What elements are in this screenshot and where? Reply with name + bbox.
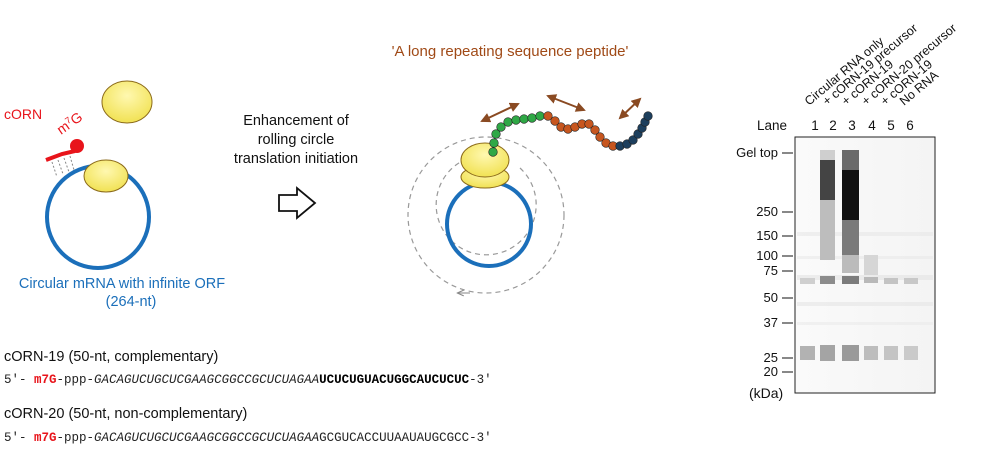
- lane-number: 3: [848, 118, 856, 133]
- lane-1-signal: [800, 278, 815, 360]
- peptide-bead: [584, 119, 594, 129]
- peptide-bead: [628, 135, 638, 145]
- kda-unit: (kDa): [749, 385, 783, 401]
- marker-label: 37: [764, 315, 778, 330]
- corn-strand: [45, 149, 76, 162]
- lane-number: 5: [887, 118, 895, 133]
- marker-label: 100: [756, 248, 778, 263]
- corn-label: cORN: [4, 106, 42, 122]
- left-schematic: cORN m7G Circular mRNA with infinite ORF…: [4, 80, 225, 310]
- lane-6-signal: [904, 278, 918, 360]
- peptide-bead: [550, 116, 560, 126]
- lane-2-signal: [820, 150, 835, 361]
- motion-arrow-1: [480, 102, 520, 123]
- enhancement-line-3: translation initiation: [234, 151, 358, 167]
- peptide-bead: [511, 115, 521, 125]
- peptide-bead: [503, 117, 513, 127]
- right-arrow-icon: [278, 186, 317, 220]
- peptide-bead: [488, 147, 498, 157]
- lane-5-signal: [884, 278, 898, 360]
- motion-arrows: [480, 94, 642, 123]
- circular-mrna-right: [445, 180, 533, 268]
- gel-panel: Circular RNA only+ cORN-19 precursor+ cO…: [736, 21, 959, 401]
- enhancement-line-2: rolling circle: [258, 132, 335, 148]
- marker-label: 150: [756, 228, 778, 243]
- seq1-title: cORN-19 (50-nt, complementary): [4, 349, 218, 365]
- peptide-bead: [527, 113, 537, 123]
- peptide-bead: [643, 111, 653, 121]
- lane-label-group: Circular RNA only+ cORN-19 precursor+ cO…: [802, 21, 959, 108]
- peptide-bead: [595, 132, 605, 142]
- m7g-label: m7G: [54, 109, 86, 138]
- marker-label: Gel top: [736, 145, 778, 160]
- ribosome-small: [460, 142, 510, 178]
- translation-schematic: 'A long repeating sequence peptide': [392, 43, 653, 293]
- enhancement-block: Enhancement of rolling circle translatio…: [234, 113, 358, 220]
- lane-number: 6: [906, 118, 914, 133]
- circular-mrna-caption-2: (264-nt): [106, 294, 157, 310]
- lane-3-signal: [842, 150, 859, 361]
- m7g-cap: [70, 139, 84, 153]
- seq2-sequence: 5'- m7G-ppp-GACAGUCUGCUCGAAGCGGCCGCUCUAG…: [4, 431, 492, 445]
- peptide-chain: [488, 111, 653, 157]
- peptide-bead: [489, 138, 499, 148]
- motion-arrow-2: [546, 94, 586, 112]
- motion-arrow-3: [618, 97, 642, 120]
- seq1-sequence: 5'- m7G-ppp-GACAGUCUGCUCGAAGCGGCCGCUCUAG…: [4, 373, 492, 387]
- peptide-bead: [535, 111, 545, 121]
- peptide-bead: [491, 129, 501, 139]
- dashed-path-inner: [435, 159, 537, 256]
- peptide-bead: [590, 125, 600, 135]
- marker-label: 75: [764, 263, 778, 278]
- marker-label: 250: [756, 204, 778, 219]
- peptide-bead: [519, 114, 529, 124]
- lane-header: Lane: [757, 118, 787, 133]
- dashed-path-outer: [407, 136, 565, 294]
- lane-number: 1: [811, 118, 819, 133]
- marker-label: 20: [764, 364, 778, 379]
- bound-ribosome-subunit: [83, 159, 129, 193]
- enhancement-line-1: Enhancement of: [243, 113, 350, 129]
- marker-label: 50: [764, 290, 778, 305]
- lane-number: 2: [829, 118, 837, 133]
- peptide-label: 'A long repeating sequence peptide': [392, 43, 629, 60]
- lane-number: 4: [868, 118, 876, 133]
- free-ribosome-subunit: [101, 80, 153, 124]
- marker-label: 25: [764, 350, 778, 365]
- circular-mrna-caption-1: Circular mRNA with infinite ORF: [19, 276, 225, 292]
- lane-4-signal: [864, 255, 878, 360]
- seq2-title: cORN-20 (50-nt, non-complementary): [4, 406, 247, 422]
- sequence-block: cORN-19 (50-nt, complementary) 5'- m7G-p…: [4, 349, 492, 445]
- peptide-bead: [496, 122, 506, 132]
- base-pairing-dashes: [51, 155, 75, 178]
